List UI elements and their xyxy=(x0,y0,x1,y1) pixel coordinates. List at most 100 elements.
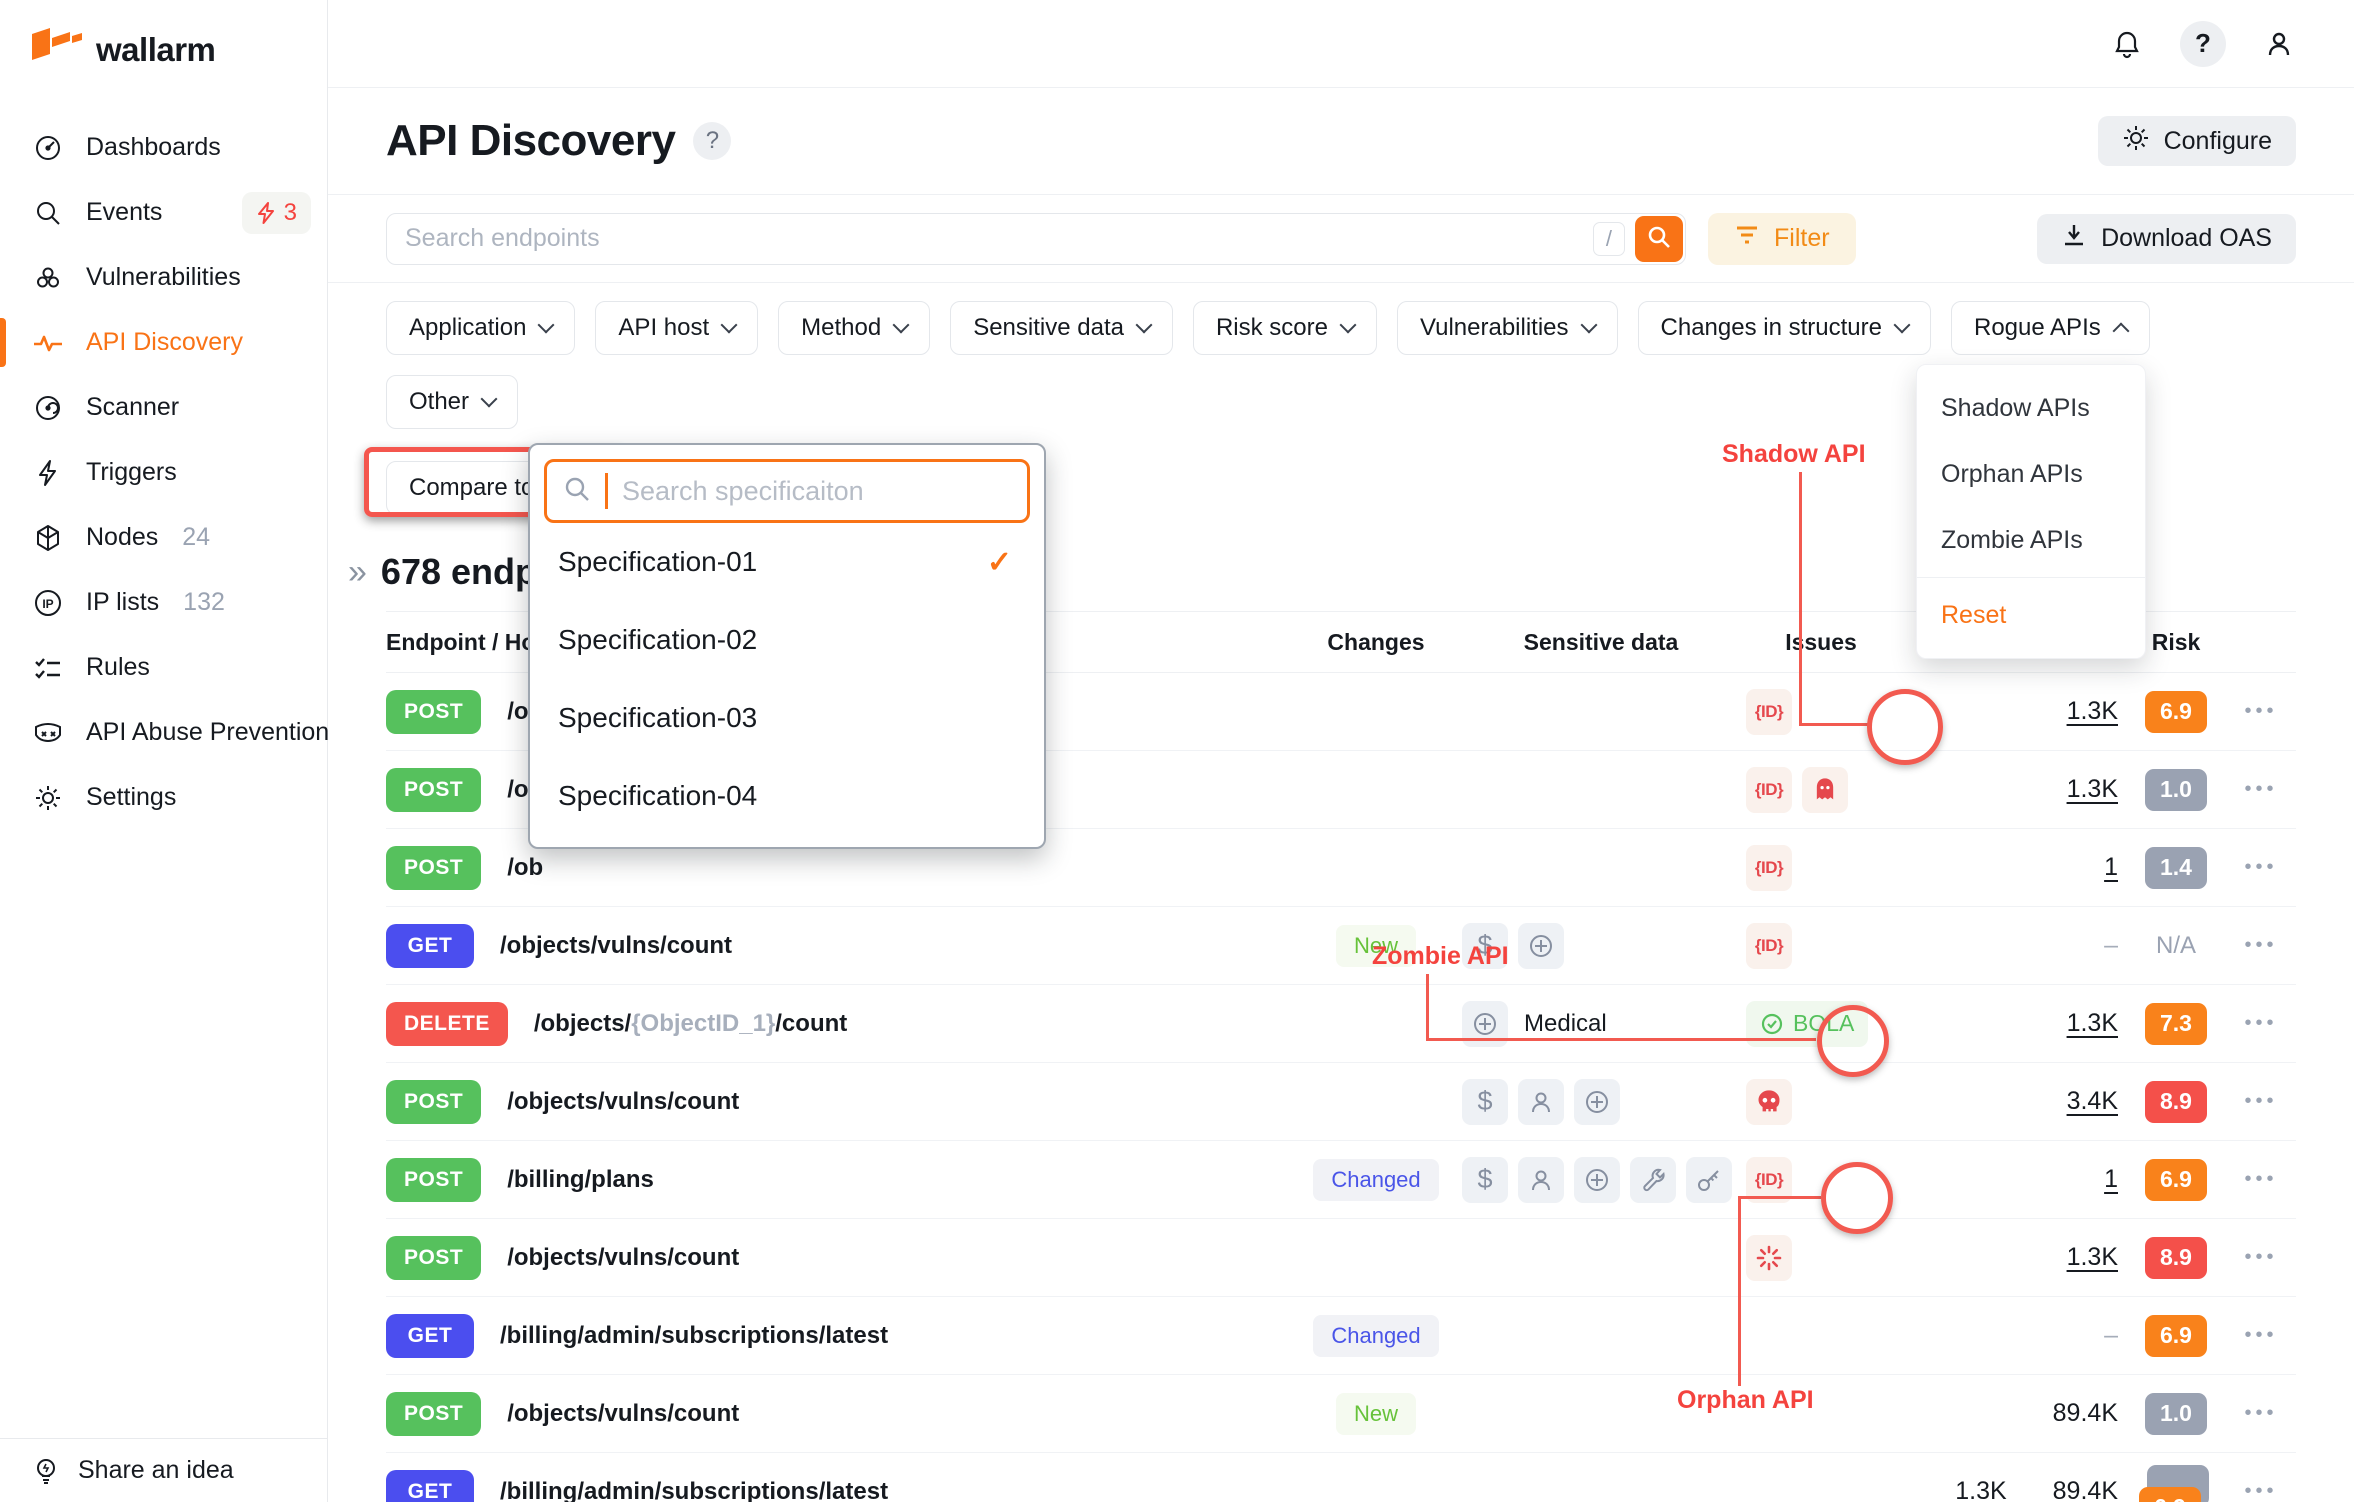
endpoints-table: Endpoint / Host Changes Sensitive data I… xyxy=(386,611,2296,1502)
brand-logo[interactable]: wallarm xyxy=(0,0,327,71)
rogue-option-orphan-apis[interactable]: Orphan APIs xyxy=(1941,459,2083,488)
row-actions-menu[interactable]: ••• xyxy=(2244,1168,2278,1190)
collapse-panel-icon[interactable]: » xyxy=(348,552,367,591)
shadow-api-ring xyxy=(1867,689,1943,765)
sidebar-item-label: Vulnerabilities xyxy=(86,263,241,291)
sidebar-item-settings[interactable]: Settings xyxy=(0,765,327,830)
brand-name: wallarm xyxy=(96,30,216,68)
change-badge: New xyxy=(1335,1392,1416,1435)
skull-api-icon[interactable] xyxy=(1746,1078,1792,1125)
rogue-option-zombie-apis[interactable]: Zombie APIs xyxy=(1941,525,2083,554)
title-help-icon[interactable]: ? xyxy=(693,122,732,160)
search-input[interactable] xyxy=(405,224,1593,253)
filter-chip-risk-score[interactable]: Risk score xyxy=(1192,301,1377,355)
filter-chip-api-host[interactable]: API host xyxy=(595,301,759,355)
help-icon[interactable]: ? xyxy=(2180,20,2226,67)
configure-button[interactable]: Configure xyxy=(2097,116,2296,166)
filter-chip-vulnerabilities[interactable]: Vulnerabilities xyxy=(1397,301,1618,355)
row-actions-menu[interactable]: ••• xyxy=(2244,1012,2278,1034)
row-actions-menu[interactable]: ••• xyxy=(2244,1246,2278,1268)
medical-icon xyxy=(1518,922,1564,969)
burst-api-icon[interactable] xyxy=(1746,1234,1792,1281)
filter-chip-application[interactable]: Application xyxy=(386,301,576,355)
chevron-down-icon xyxy=(1580,316,1598,334)
share-an-idea[interactable]: Share an idea xyxy=(0,1438,327,1502)
id-parameter-icon[interactable]: {ID} xyxy=(1746,766,1792,813)
issues-count[interactable]: 1 xyxy=(2104,853,2118,881)
filter-chip-changes-in-structure[interactable]: Changes in structure xyxy=(1637,301,1931,355)
specification-search-input[interactable] xyxy=(622,475,1011,507)
filter-chip-rogue-apis[interactable]: Rogue APIs xyxy=(1950,301,2150,355)
orphan-api-ring xyxy=(1821,1162,1893,1234)
row-actions-menu[interactable]: ••• xyxy=(2244,1090,2278,1112)
rogue-option-shadow-apis[interactable]: Shadow APIs xyxy=(1941,393,2090,422)
row-actions-menu[interactable]: ••• xyxy=(2244,1402,2278,1424)
id-parameter-icon[interactable]: {ID} xyxy=(1746,922,1792,969)
id-parameter-icon[interactable]: {ID} xyxy=(1746,1156,1792,1203)
sidebar-item-api-abuse-prevention[interactable]: API Abuse Prevention xyxy=(0,700,329,765)
specification-option[interactable]: Specification-01✓ xyxy=(544,523,1030,601)
sidebar-item-dashboards[interactable]: Dashboards xyxy=(0,115,327,180)
issues-cell: {ID} xyxy=(1746,1156,1896,1203)
notifications-bell-icon[interactable] xyxy=(2104,21,2150,67)
row-actions-menu[interactable]: ••• xyxy=(2244,856,2278,878)
sidebar-item-rules[interactable]: Rules xyxy=(0,635,327,700)
row-actions-menu[interactable]: ••• xyxy=(2244,778,2278,800)
sidebar-item-count: 132 xyxy=(183,588,225,616)
events-alert-badge: 3 xyxy=(241,191,311,234)
issues-count[interactable]: 1.3K xyxy=(2066,1243,2118,1271)
specification-option[interactable]: Specification-04 xyxy=(544,757,1030,835)
method-badge: DELETE xyxy=(386,1001,508,1046)
specification-option[interactable]: Specification-02 xyxy=(544,601,1030,679)
magnifier-icon xyxy=(32,197,64,229)
orphan-api-line-v xyxy=(1738,1196,1741,1386)
search-button[interactable] xyxy=(1635,215,1683,262)
rogue-reset[interactable]: Reset xyxy=(1941,600,2007,629)
filter-button[interactable]: Filter xyxy=(1708,212,1856,265)
download-oas-button[interactable]: Download OAS xyxy=(2037,213,2296,264)
issues-count[interactable]: 3.4K xyxy=(2066,1087,2118,1115)
id-parameter-icon[interactable]: {ID} xyxy=(1746,688,1792,735)
issues-count[interactable]: 1.3K xyxy=(2066,775,2118,803)
filter-chip-other[interactable]: Other xyxy=(386,375,519,429)
row-actions-menu[interactable]: ••• xyxy=(2244,1324,2278,1346)
issues-count[interactable]: 1.3K xyxy=(2066,1009,2118,1037)
sidebar-item-triggers[interactable]: Triggers xyxy=(0,440,327,505)
issues-count[interactable]: 1.3K xyxy=(2066,697,2118,725)
hits-count: 89.4K xyxy=(2052,1477,2118,1502)
method-badge: POST xyxy=(386,1391,482,1436)
filter-chip-sensitive-data[interactable]: Sensitive data xyxy=(950,301,1173,355)
row-actions-menu[interactable]: ••• xyxy=(2244,1480,2278,1502)
sidebar-item-vulnerabilities[interactable]: Vulnerabilities xyxy=(0,245,327,310)
ghost-api-icon[interactable] xyxy=(1802,766,1848,813)
sidebar-item-scanner[interactable]: Scanner xyxy=(0,375,327,440)
chip-label: Sensitive data xyxy=(973,314,1124,341)
path-parameter: {ObjectID_1} xyxy=(631,1009,776,1037)
filter-chip-method[interactable]: Method xyxy=(778,301,931,355)
issues-count[interactable]: 1.3K xyxy=(1955,1477,2007,1502)
id-parameter-icon[interactable]: {ID} xyxy=(1746,844,1792,891)
issues-count[interactable]: 1 xyxy=(2104,1165,2118,1193)
bulb-icon xyxy=(30,1455,62,1487)
row-actions-menu[interactable]: ••• xyxy=(2244,700,2278,722)
specification-option[interactable]: Specification-03 xyxy=(544,679,1030,757)
wallarm-flag-icon xyxy=(30,28,82,71)
sidebar-item-api-discovery[interactable]: API Discovery xyxy=(0,310,327,375)
row-actions-menu[interactable]: ••• xyxy=(2244,934,2278,956)
user-icon[interactable] xyxy=(2256,21,2302,67)
chip-label: Rogue APIs xyxy=(1973,314,2101,341)
